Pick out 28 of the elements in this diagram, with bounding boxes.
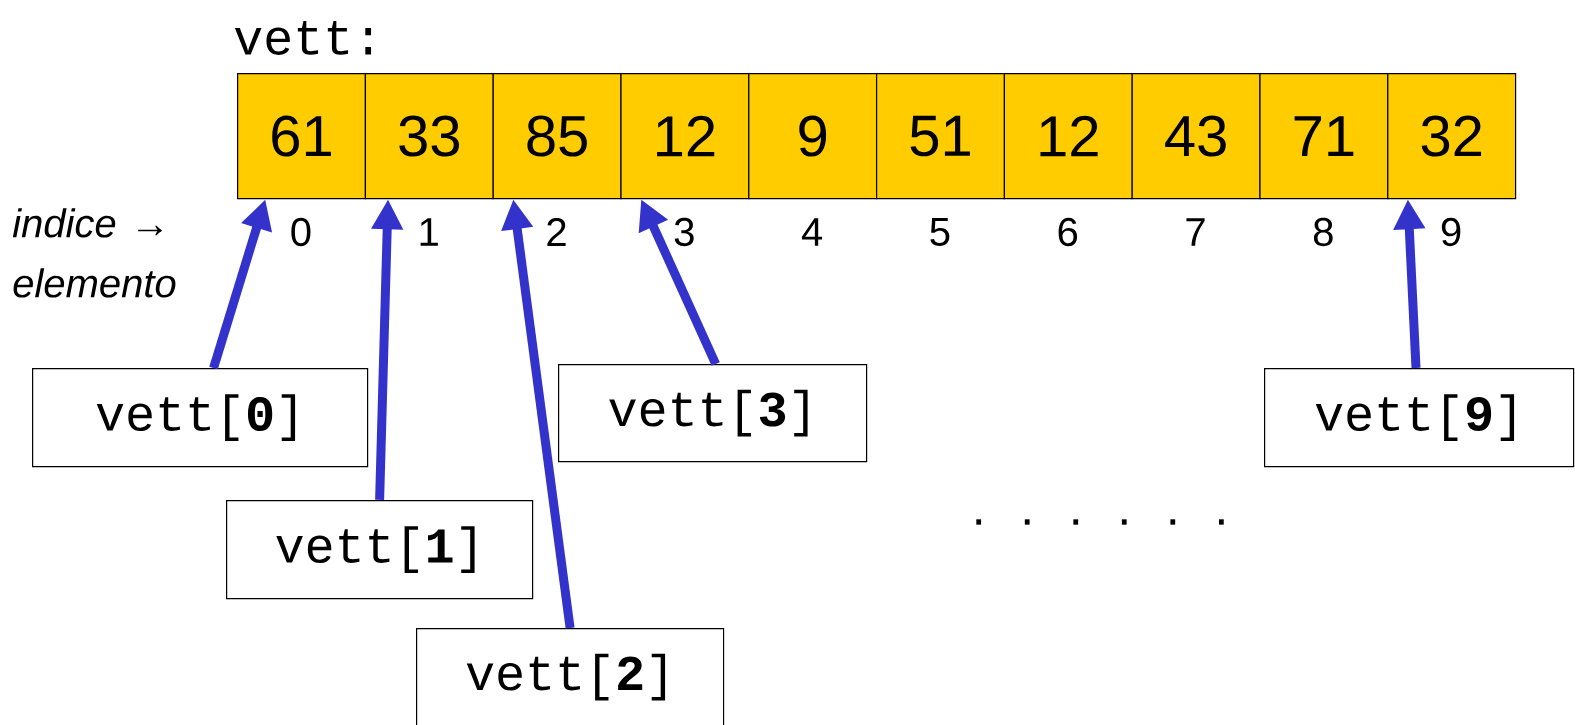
array-cell: 85 xyxy=(492,73,622,200)
array-cell: 33 xyxy=(364,73,494,200)
index-expression-box: vett[0] xyxy=(32,368,369,468)
index-number: 5 xyxy=(930,218,950,246)
array-cell: 32 xyxy=(1387,73,1517,200)
array-cell: 51 xyxy=(876,73,1005,200)
array-cell: 12 xyxy=(1003,73,1133,200)
array-cell: 12 xyxy=(620,73,750,200)
index-number: 0 xyxy=(291,217,311,247)
index-number: 6 xyxy=(1058,217,1078,247)
index-expression-box: vett[3] xyxy=(558,364,868,463)
array-cell: 9 xyxy=(748,73,878,200)
index-number: 3 xyxy=(674,217,694,247)
index-number: 4 xyxy=(801,218,823,246)
array-cell: 43 xyxy=(1131,73,1261,200)
axis-note: indice → elemento xyxy=(12,208,176,298)
index-expression-box: vett[1] xyxy=(226,500,534,600)
index-number: 2 xyxy=(547,218,566,246)
index-expression-box: vett[2] xyxy=(416,628,725,725)
index-number: 8 xyxy=(1313,217,1333,247)
array-cell: 61 xyxy=(237,73,366,200)
array-name: vett: xyxy=(234,21,372,55)
index-expression-box: vett[9] xyxy=(1264,368,1575,468)
index-number: 9 xyxy=(1441,217,1461,247)
index-number: 7 xyxy=(1186,218,1205,246)
array-cell: 71 xyxy=(1259,73,1389,200)
index-number: 1 xyxy=(420,218,438,246)
ellipsis: . . . . . . xyxy=(976,519,1224,525)
